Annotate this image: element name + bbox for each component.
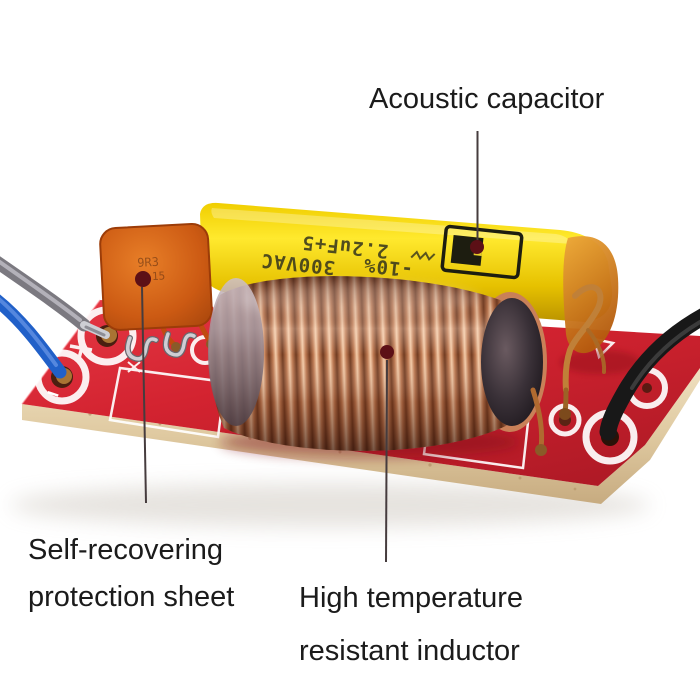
coil-lead <box>530 387 545 451</box>
ptc-leg-solder-1 <box>171 342 181 352</box>
protection-sheet-leader-line <box>141 286 147 504</box>
ptc-marking-line1: 9R3 <box>137 255 159 270</box>
inductor-annotation-dot <box>380 345 394 359</box>
cap-lead-shadow <box>560 350 640 374</box>
coil-left-end <box>208 278 264 426</box>
capacitor-lead-loop <box>562 284 604 393</box>
inductor-label: High temperature resistant inductor <box>299 572 523 678</box>
gray-input-wire <box>0 256 110 339</box>
inductor-coil <box>208 276 547 456</box>
pad-ring-minus <box>34 349 90 405</box>
protection-sheet-annotation-dot <box>135 271 151 287</box>
silkscreen-rect-left <box>108 366 227 439</box>
coil-glare <box>240 282 480 318</box>
ptc-marking-line2: 15 <box>152 269 166 283</box>
pcb-edge <box>22 368 700 504</box>
inductor-label-line1: High temperature <box>299 582 524 614</box>
protection-sheet-label-line1: Self-recovering <box>28 534 224 566</box>
capacitor-lead-2 <box>586 328 607 374</box>
capacitor-lead-solder <box>559 408 571 420</box>
black-output-wire <box>599 308 700 441</box>
capacitor-top-glare <box>211 208 573 244</box>
ptc-body <box>99 223 213 331</box>
protection-sheet-label-line2: protection sheet <box>28 581 235 613</box>
coil-shading <box>209 276 519 451</box>
capacitor-print-line2: -10% <box>362 254 414 281</box>
capacitor-annotation-dot <box>470 240 484 254</box>
coil-right-end <box>481 298 543 426</box>
inductor-leader-line <box>385 359 388 563</box>
board-shadow <box>10 483 650 527</box>
protection-sheet-label: Self-recovering protection sheet <box>28 527 234 621</box>
annotation-overlay <box>135 131 484 563</box>
jumper-leads <box>124 331 197 362</box>
capacitor-print-squiggle <box>410 250 436 262</box>
capacitor-label: Acoustic capacitor <box>369 83 605 115</box>
blue-input-wire <box>0 294 67 379</box>
capacitor-end-resin <box>563 236 619 354</box>
coil-lead-solder <box>535 444 547 456</box>
silkscreen-x-mark <box>127 361 141 373</box>
inductor-label-line2: resistant inductor <box>299 635 520 667</box>
